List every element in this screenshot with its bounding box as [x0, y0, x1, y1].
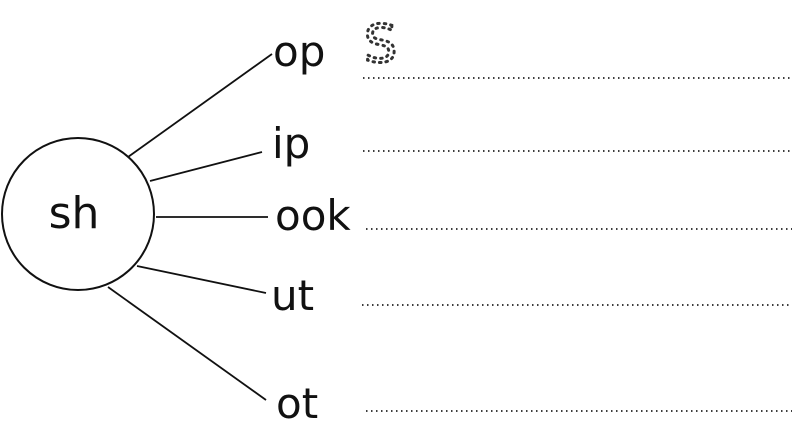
spoke-ut [136, 265, 267, 294]
hub-circle [1, 137, 155, 291]
ending-ip: ip [272, 119, 310, 168]
ending-ut: ut [271, 271, 314, 320]
ending-ot: ot [276, 379, 318, 428]
hub-label: sh [49, 188, 100, 239]
spoke-ot [107, 286, 267, 401]
ending-op: op [273, 27, 325, 76]
ending-ook: ook [275, 191, 351, 240]
traced-letter: S [364, 15, 397, 75]
spoke-op [127, 53, 273, 158]
spoke-ip [149, 151, 263, 182]
